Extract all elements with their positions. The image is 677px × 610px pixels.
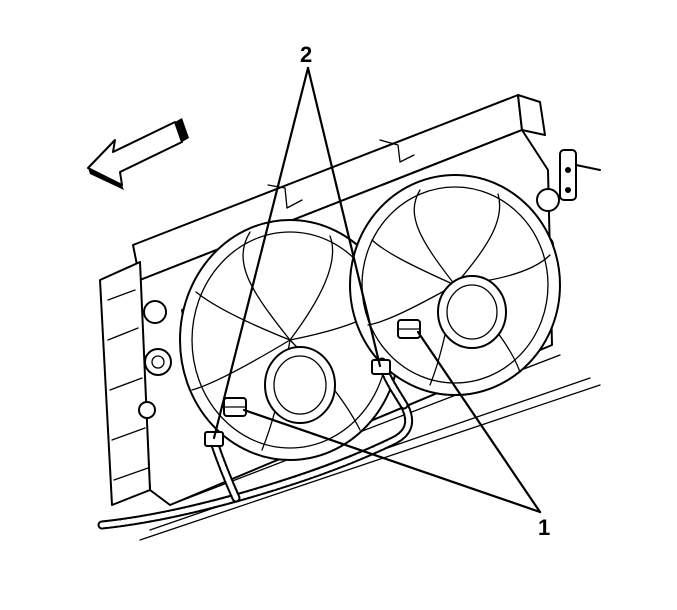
forward-direction-arrow-icon <box>87 118 189 190</box>
mounting-bracket <box>559 149 601 201</box>
callout-1-leaders <box>242 330 542 514</box>
right-fan-connector <box>397 319 421 339</box>
right-cooling-fan <box>349 174 561 396</box>
callout-label-1: 1 <box>538 515 550 540</box>
left-fan-connector <box>223 397 247 417</box>
right-harness-retainer <box>371 359 391 375</box>
callout-2-leaders <box>212 66 382 440</box>
callout-label-2: 2 <box>300 42 312 67</box>
